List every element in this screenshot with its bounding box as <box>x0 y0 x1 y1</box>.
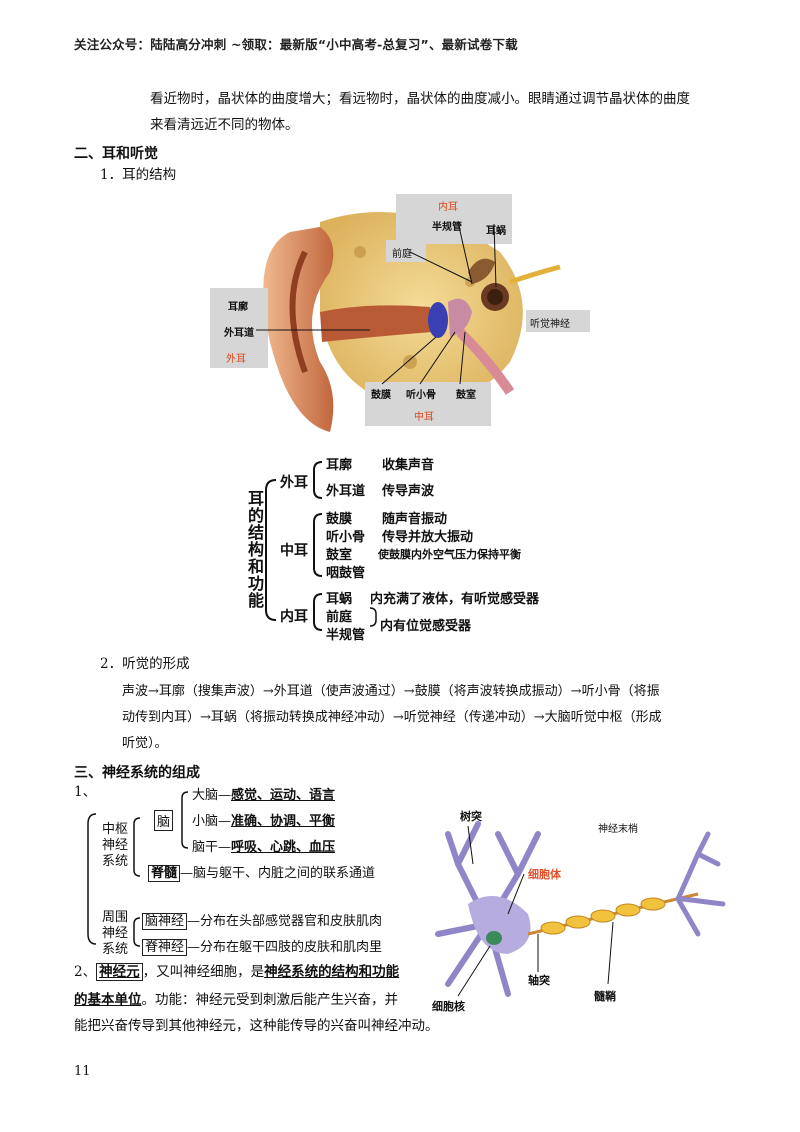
summary-tympanic: 鼓室 <box>326 548 353 563</box>
label-ossicles: 听小骨 <box>406 390 436 401</box>
summary-brackets <box>265 461 377 631</box>
summary-auricle-func: 收集声音 <box>382 458 435 473</box>
summary-semicircular: 半规管 <box>326 628 366 643</box>
label-eardrum: 鼓膜 <box>371 390 391 401</box>
item-2-line-3: 能把兴奋传导到其他神经元，这种能传导的兴奋叫神经冲动。 <box>74 1018 439 1034</box>
label-middle-ear: 中耳 <box>414 412 434 423</box>
subsection-hearing: 2．听觉的形成 <box>100 656 190 672</box>
label-tympanic: 鼓室 <box>456 390 476 401</box>
summary-tympanic-func: 使鼓膜内外空气压力保持平衡 <box>378 548 521 561</box>
summary-cochlea: 耳蜗 <box>326 592 353 607</box>
neuron-illustration <box>435 821 726 997</box>
summary-cochlea-func: 内充满了液体，有听觉感受器 <box>370 592 540 607</box>
summary-inner-shared-func: 内有位觉感受器 <box>380 619 472 634</box>
label-vestibule: 前庭 <box>392 249 412 260</box>
subsection-ear-structure: 1．耳的结构 <box>100 167 177 183</box>
label-auricle: 耳廓 <box>228 302 248 313</box>
label-outer-ear: 外耳 <box>226 354 246 365</box>
summary-ossicles: 听小骨 <box>326 530 366 545</box>
ns-brainstem: 脑干—呼吸、心跳、血压 <box>192 840 336 855</box>
ns-brain: 脑 <box>154 810 174 831</box>
summary-vestibule: 前庭 <box>326 610 353 625</box>
intro-line-2: 来看清远近不同的物体。 <box>150 117 299 133</box>
section-2-title: 二、耳和听觉 <box>74 146 158 162</box>
label-cochlea: 耳蜗 <box>486 226 506 237</box>
ns-cerebellum: 小脑—准确、协调、平衡 <box>192 814 336 829</box>
hearing-line-1: 声波→耳廓（搜集声波）→外耳道（使声波通过）→鼓膜（将声波转换成振动）→听小骨（… <box>122 684 660 699</box>
label-nerve-ending: 神经末梢 <box>598 824 638 835</box>
item-2-line-1: 2、神经元，又叫神经细胞，是神经系统的结构和功能 <box>74 963 400 981</box>
summary-middle-ear: 中耳 <box>280 543 308 559</box>
section-3-title: 三、神经系统的组成 <box>74 765 200 781</box>
summary-ear-canal: 外耳道 <box>326 484 366 499</box>
summary-eardrum: 鼓膜 <box>326 512 353 527</box>
ear-illustration <box>210 194 590 432</box>
label-auditory-nerve: 听觉神经 <box>530 319 570 330</box>
ns-spinal-cord: 脊髓—脑与躯干、内脏之间的联系通道 <box>148 862 375 882</box>
neuron-diagram: 树突 细胞体 轴突 细胞核 髓鞘 神经末梢 <box>428 804 728 1014</box>
label-nucleus: 细胞核 <box>432 1000 465 1013</box>
ns-brackets <box>87 791 189 947</box>
intro-line-1: 看近物时，晶状体的曲度增大；看远物时，晶状体的曲度减小。眼睛通过调节晶状体的曲度 <box>150 91 690 107</box>
ns-cerebrum: 大脑—感觉、运动、语言 <box>192 788 336 803</box>
summary-ear-canal-func: 传导声波 <box>382 484 435 499</box>
ear-diagram: 内耳 半规管 耳蜗 前庭 听觉神经 耳廓 外耳道 外耳 鼓膜 听小骨 鼓室 中耳 <box>210 192 602 432</box>
ns-spinal-nerves: 脊神经—分布在躯干四肢的皮肤和肌肉里 <box>142 936 382 956</box>
summary-ossicles-func: 传导并放大振动 <box>382 530 474 545</box>
summary-eustachian: 咽鼓管 <box>326 566 366 581</box>
summary-auricle: 耳廓 <box>326 458 353 473</box>
page-header: 关注公众号：陆陆高分冲刺 ~领取：最新版“小中高考-总复习”、最新试卷下载 <box>74 37 518 52</box>
item-1-number: 1、 <box>74 784 97 800</box>
ns-peripheral: 周围神经系统 <box>102 910 129 957</box>
label-inner-ear: 内耳 <box>438 202 458 213</box>
summary-eardrum-func: 随声音振动 <box>382 512 448 527</box>
label-myelin: 髓鞘 <box>594 990 616 1003</box>
label-cell-body: 细胞体 <box>528 868 561 881</box>
label-dendrite: 树突 <box>460 810 482 823</box>
summary-inner-ear: 内耳 <box>280 609 308 625</box>
ns-cranial-nerves: 脑神经—分布在头部感觉器官和皮肤肌肉 <box>142 910 382 930</box>
ear-summary-chart: 耳的结构和功能 外耳 耳廓 收集声音 外耳道 传导声波 中耳 鼓膜 随声音振动 … <box>238 450 578 643</box>
summary-outer-ear: 外耳 <box>280 475 308 491</box>
hearing-line-3: 听觉）。 <box>122 736 168 751</box>
label-axon: 轴突 <box>528 974 550 987</box>
label-semicircular: 半规管 <box>432 222 462 233</box>
hearing-line-2: 动传到内耳）→耳蜗（将振动转换成神经冲动）→听觉神经（传递冲动）→大脑听觉中枢（… <box>122 710 662 725</box>
nervous-system-tree: 中枢神经系统 脑 大脑—感觉、运动、语言 小脑—准确、协调、平衡 脑干—呼吸、心… <box>80 784 420 960</box>
summary-title: 耳的结构和功能 <box>245 490 264 609</box>
page-number: 11 <box>74 1064 91 1079</box>
label-ear-canal: 外耳道 <box>224 328 254 339</box>
ns-central: 中枢神经系统 <box>102 822 129 869</box>
item-2-line-2: 的基本单位。功能：神经元受到刺激后能产生兴奋，并 <box>74 992 398 1008</box>
